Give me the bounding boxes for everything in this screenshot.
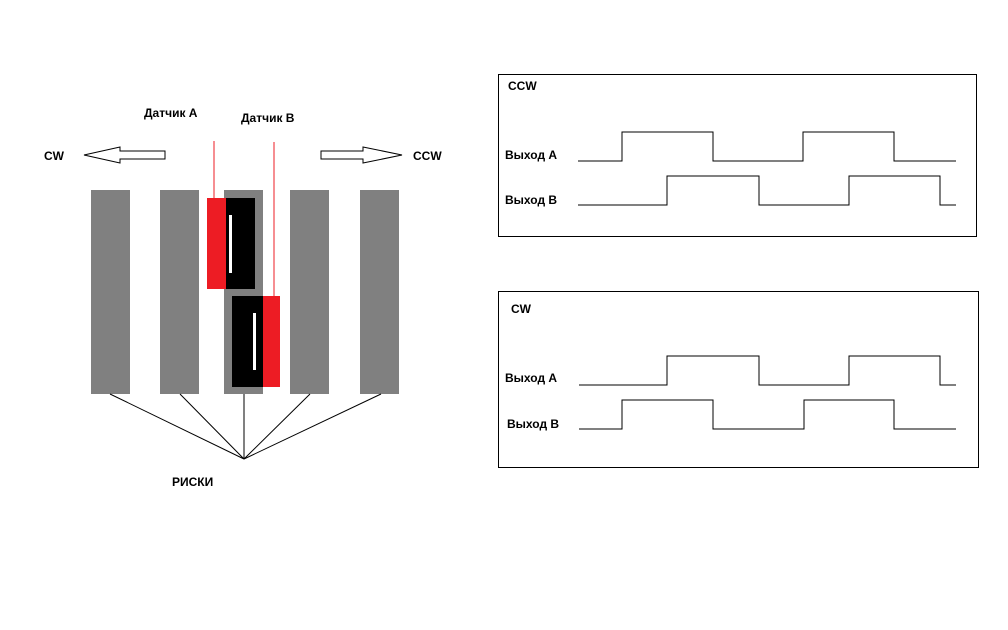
sensor-a-label: Датчик А [144,106,198,120]
cw-label: CW [44,149,65,163]
ccw-output-b-label: Выход В [505,193,557,207]
ccw-panel-frame [498,74,977,237]
marks-label: РИСКИ [172,475,213,489]
cw-arrow [83,146,166,164]
scale-bars [91,190,399,394]
cw-output-a-waveform [579,355,956,386]
ccw-panel: CCW Выход А Выход В [498,74,977,237]
ccw-output-a-waveform [578,131,956,162]
ccw-label: CCW [413,149,442,163]
ccw-panel-title: CCW [508,79,537,93]
ccw-arrow [320,146,403,164]
cw-output-b-waveform [579,399,956,430]
cw-output-a-label: Выход А [505,371,557,385]
cw-panel-frame [498,291,979,468]
scale-bar-2 [160,190,199,394]
sensor-a [207,198,255,289]
sensor-b-label: Датчик В [241,111,295,125]
scale-bar-1 [91,190,130,394]
cw-panel: CW Выход А Выход В [498,291,979,468]
ccw-output-b-waveform [578,175,956,206]
cw-panel-title: CW [511,302,532,316]
marks-pointer-lines [109,393,382,460]
cw-output-b-label: Выход В [507,417,559,431]
sensor-b [232,296,280,387]
ccw-output-a-label: Выход А [505,148,557,162]
scale-bar-4 [290,190,329,394]
scale-bar-5 [360,190,399,394]
